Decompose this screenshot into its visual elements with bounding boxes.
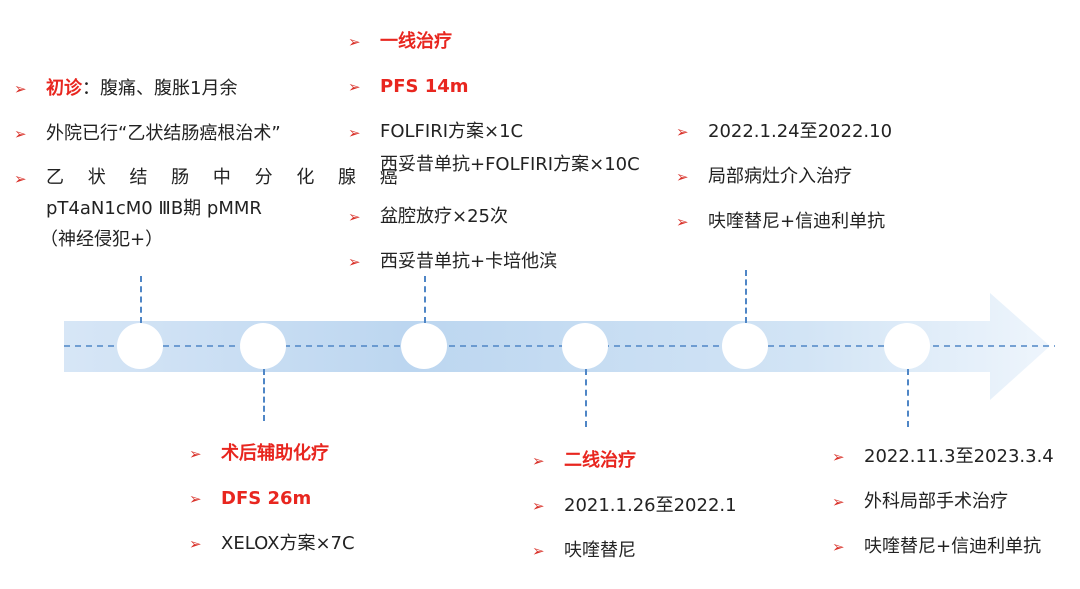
arrow-bullet-icon: ➢: [832, 538, 845, 556]
list-item: ➢ 呋喹替尼: [532, 538, 737, 564]
list-item: ➢ 二线治疗: [532, 448, 737, 474]
arrow-bullet-icon: ➢: [348, 124, 361, 142]
timeline-node-6: [884, 323, 930, 369]
timeline-node-5: [722, 323, 768, 369]
diagnosis-line-2: pT4aN1cM0 ⅢB期 pMMR: [46, 198, 262, 219]
timeline-node-2: [240, 323, 286, 369]
arrow-bullet-icon: ➢: [676, 213, 689, 231]
arrow-bullet-icon: ➢: [832, 448, 845, 466]
folfiri-line-1: FOLFIRI方案×1C: [380, 121, 524, 142]
initial-visit-text: ：腹痛、腹胀1月余: [82, 78, 238, 99]
cetuximab-cape-text: 西妥昔单抗+卡培他滨: [380, 251, 558, 272]
list-item: ➢ 外院已行“乙状结肠癌根治术”: [14, 121, 407, 147]
diagnosis-line-1: 乙 状 结 肠 中 分 化 腺 癌: [46, 167, 407, 188]
stage-2023: ➢ 2022.11.3至2023.3.4 ➢ 外科局部手术治疗 ➢ 呋喹替尼+信…: [832, 444, 1054, 579]
list-item: ➢ 外科局部手术治疗: [832, 489, 1054, 515]
timeline-node-1: [117, 323, 163, 369]
list-item: ➢ 乙 状 结 肠 中 分 化 腺 癌 pT4aN1cM0 ⅢB期 pMMR （…: [14, 162, 407, 255]
second-line-title: 二线治疗: [564, 450, 636, 471]
list-item: ➢ 呋喹替尼+信迪利单抗: [832, 534, 1054, 560]
arrow-bullet-icon: ➢: [676, 123, 689, 141]
list-item: ➢ XELOX方案×7C: [189, 531, 355, 557]
list-item: ➢ FOLFIRI方案×1C 西妥昔单抗+FOLFIRI方案×10C: [348, 115, 640, 181]
stage-second-line: ➢ 二线治疗 ➢ 2021.1.26至2022.1 ➢ 呋喹替尼: [532, 448, 737, 583]
xelox-text: XELOX方案×7C: [221, 533, 355, 554]
connector-6: [907, 369, 909, 427]
arrow-bullet-icon: ➢: [532, 497, 545, 515]
arrow-bullet-icon: ➢: [532, 542, 545, 560]
timeline-node-4: [562, 323, 608, 369]
dfs-value: DFS 26m: [221, 488, 312, 509]
fruquintinib-text: 呋喹替尼: [564, 540, 636, 561]
connector-1: [140, 276, 142, 323]
connector-3: [424, 276, 426, 323]
stage-2022: ➢ 2022.1.24至2022.10 ➢ 局部病灶介入治疗 ➢ 呋喹替尼+信迪…: [676, 119, 892, 254]
folfiri-line-2: 西妥昔单抗+FOLFIRI方案×10C: [380, 154, 640, 175]
list-item: ➢ 2021.1.26至2022.1: [532, 493, 737, 519]
list-item: ➢ 局部病灶介入治疗: [676, 164, 892, 190]
list-item: ➢ 一线治疗: [348, 29, 640, 55]
first-line-title: 一线治疗: [380, 31, 452, 52]
arrow-bullet-icon: ➢: [532, 452, 545, 470]
list-item: ➢ 初诊：腹痛、腹胀1月余: [14, 76, 407, 102]
prior-surgery-text: 外院已行“乙状结肠癌根治术”: [46, 123, 281, 144]
arrow-bullet-icon: ➢: [14, 80, 27, 98]
combo-2022-text: 呋喹替尼+信迪利单抗: [708, 211, 886, 232]
stage-initial-diagnosis: ➢ 初诊：腹痛、腹胀1月余 ➢ 外院已行“乙状结肠癌根治术” ➢ 乙 状 结 肠…: [14, 76, 407, 278]
list-item: ➢ 呋喹替尼+信迪利单抗: [676, 209, 892, 235]
list-item: ➢ 2022.1.24至2022.10: [676, 119, 892, 145]
list-item: ➢ PFS 14m: [348, 74, 640, 100]
initial-visit-label: 初诊: [46, 78, 82, 99]
period-2023-dates: 2022.11.3至2023.3.4: [864, 446, 1054, 467]
connector-4: [585, 369, 587, 427]
period-2022-dates: 2022.1.24至2022.10: [708, 121, 893, 142]
arrow-bullet-icon: ➢: [14, 170, 27, 188]
list-item: ➢ 盆腔放疗×25次: [348, 204, 640, 230]
radiotherapy-text: 盆腔放疗×25次: [380, 206, 508, 227]
connector-5: [745, 270, 747, 323]
arrow-bullet-icon: ➢: [348, 33, 361, 51]
list-item: ➢ DFS 26m: [189, 486, 355, 512]
connector-2: [263, 369, 265, 421]
arrow-bullet-icon: ➢: [189, 445, 202, 463]
arrow-bullet-icon: ➢: [832, 493, 845, 511]
list-item: ➢ 术后辅助化疗: [189, 441, 355, 467]
arrow-bullet-icon: ➢: [189, 490, 202, 508]
interventional-text: 局部病灶介入治疗: [708, 166, 852, 187]
arrow-bullet-icon: ➢: [348, 208, 361, 226]
adjuvant-title: 术后辅助化疗: [221, 443, 329, 464]
surgery-text: 外科局部手术治疗: [864, 491, 1008, 512]
list-item: ➢ 2022.11.3至2023.3.4: [832, 444, 1054, 470]
second-line-period: 2021.1.26至2022.1: [564, 495, 737, 516]
stage-first-line: ➢ 一线治疗 ➢ PFS 14m ➢ FOLFIRI方案×1C 西妥昔单抗+FO…: [348, 29, 640, 294]
diagnosis-line-3: （神经侵犯+）: [40, 229, 164, 250]
arrow-bullet-icon: ➢: [14, 125, 27, 143]
arrow-bullet-icon: ➢: [189, 535, 202, 553]
timeline-node-3: [401, 323, 447, 369]
stage-adjuvant-chemo: ➢ 术后辅助化疗 ➢ DFS 26m ➢ XELOX方案×7C: [189, 441, 355, 576]
arrow-bullet-icon: ➢: [348, 78, 361, 96]
pfs-value: PFS 14m: [380, 76, 469, 97]
arrow-bullet-icon: ➢: [676, 168, 689, 186]
arrow-bullet-icon: ➢: [348, 253, 361, 271]
list-item: ➢ 西妥昔单抗+卡培他滨: [348, 249, 640, 275]
combo-2023-text: 呋喹替尼+信迪利单抗: [864, 536, 1042, 557]
